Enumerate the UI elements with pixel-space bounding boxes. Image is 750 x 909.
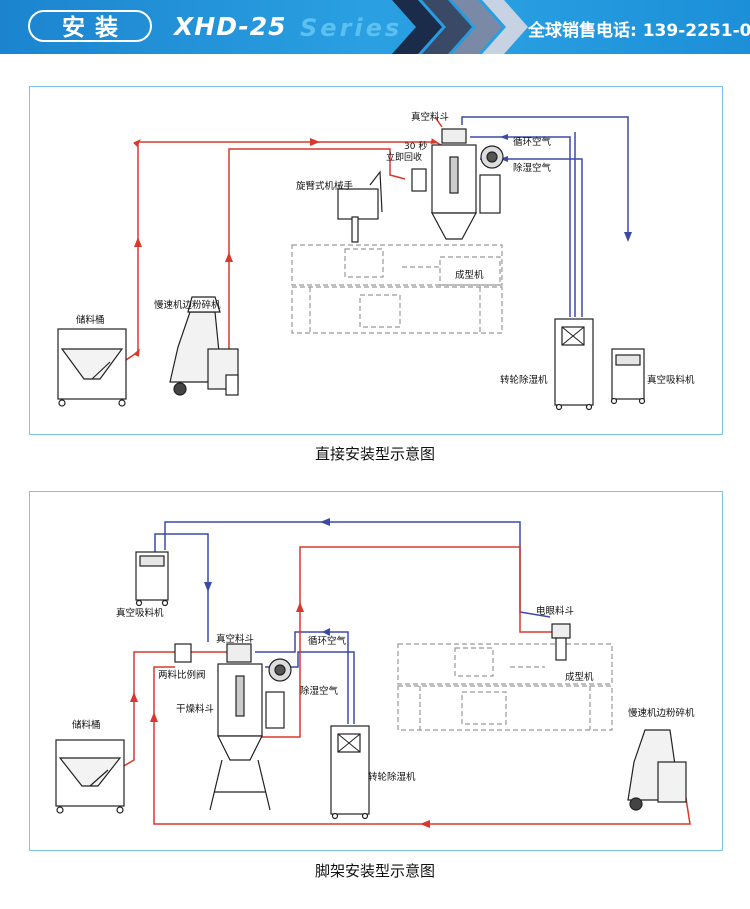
label-robot-arm: 旋臂式机械手 [296,180,354,192]
label-vacuum-hopper-2: 真空料斗 [216,633,254,645]
label-vacuum-loader-1: 真空吸料机 [647,374,695,386]
label-slow-crusher-2: 慢速机边粉碎机 [628,707,695,719]
label-vacuum-hopper-1: 真空料斗 [411,111,449,123]
label-vacuum-loader-2: 真空吸料机 [116,607,164,619]
ratio-valve [174,643,192,663]
label-recycle-30s: 30 秒 [404,140,427,152]
label-eye-hopper: 电眼料斗 [536,605,574,617]
storage-bin-2 [55,739,125,814]
label-rotor-dehumidifier-2: 转轮除湿机 [368,771,416,783]
vacuum-loader-2 [135,551,169,607]
label-drying-hopper: 干燥料斗 [176,703,214,715]
label-recycle: 立即回收 [386,151,422,163]
slow-crusher-1 [169,296,239,396]
stand-install-diagram: 真空吸料机 真空料斗 循环空气 两料比例阀 干燥料斗 除湿空气 储料桶 转轮除湿… [29,491,723,851]
caption-direct-install: 直接安装型示意图 [314,445,435,463]
caption-stand-install: 脚架安装型示意图 [314,862,435,880]
drying-hopper-1 [411,128,504,240]
chevron-arrows-icon [392,0,528,54]
label-slow-crusher-1: 慢速机边粉碎机 [154,299,221,311]
vacuum-loader-1 [610,348,646,405]
header-banner: 安装 XHD-25 Series 全球销售电话: 139-2251-0809 [0,0,750,54]
storage-bin-1 [57,328,127,407]
label-ratio-valve: 两料比例阀 [158,669,206,681]
drying-hopper-2 [209,643,292,811]
label-storage-bin-2: 储料桶 [72,719,101,731]
molding-machine-outline-2 [397,643,613,731]
molding-machine-outline [291,244,503,334]
direct-install-diagram: 真空料斗 30 秒 立即回收 循环空气 除湿空气 旋臂式机械手 成型机 慢速机边… [29,86,723,435]
label-molding-machine-2: 成型机 [565,671,594,683]
label-rotor-dehumidifier-1: 转轮除湿机 [500,374,548,386]
slow-crusher-2 [627,729,687,811]
label-storage-bin-1: 储料桶 [76,314,105,326]
rotor-dehumidifier-2 [330,725,370,820]
label-circulating-air-1: 循环空气 [513,136,552,148]
label-circulating-air-2: 循环空气 [308,635,347,647]
label-molding-machine-1: 成型机 [455,269,484,281]
eye-hopper [551,623,571,661]
sales-phone: 全球销售电话: 139-2251-0809 [528,21,750,41]
rotor-dehumidifier-1 [554,318,594,411]
label-dehumid-air-2: 除湿空气 [300,685,339,697]
install-badge: 安装 [28,10,152,42]
robot-arm [337,170,383,243]
label-dehumid-air-1: 除湿空气 [513,162,552,174]
series-label: Series [300,14,403,42]
model-name: XHD-25 [174,12,287,41]
